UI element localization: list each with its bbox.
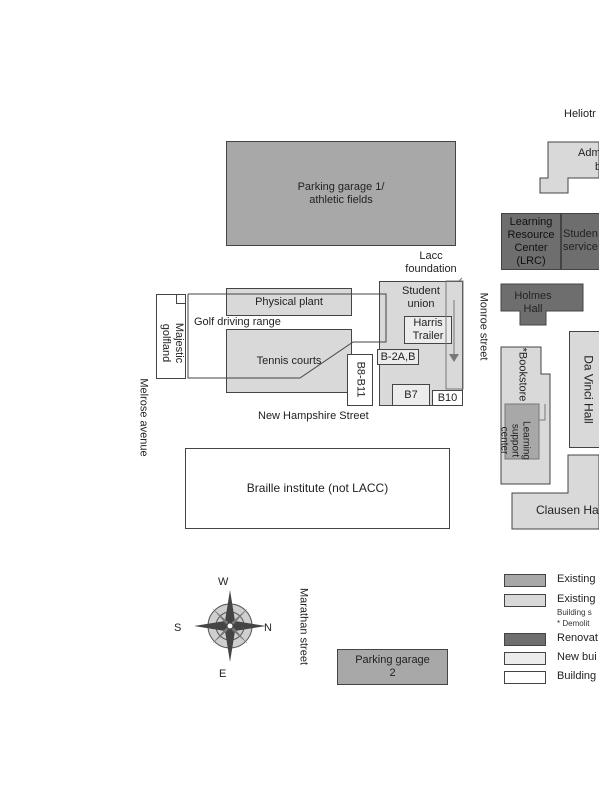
legend-label-existing-light: Existing bbox=[557, 593, 596, 605]
parking-garage-1[interactable]: Parking garage 1/ athletic fields bbox=[226, 141, 456, 246]
parking-garage-2[interactable]: Parking garage 2 bbox=[337, 649, 448, 685]
building-b7[interactable]: B7 bbox=[392, 384, 430, 406]
marathon-street-label: Marathan street bbox=[297, 587, 310, 666]
clausen-hall-label: Clausen Ha bbox=[536, 503, 599, 517]
braille-institute[interactable]: Braille institute (not LACC) bbox=[185, 448, 450, 529]
administration-label: Adm bbox=[578, 147, 599, 159]
legend-label-new: New bui bbox=[557, 651, 597, 663]
building-b2ab[interactable]: B-2A,B bbox=[377, 349, 419, 365]
compass-west-label: W bbox=[218, 576, 229, 588]
physical-plant[interactable]: Physical plant bbox=[226, 288, 352, 316]
learning-resource-center[interactable]: Learning Resource Center (LRC) bbox=[501, 213, 561, 270]
tennis-courts-label: Tennis courts bbox=[256, 354, 322, 367]
legend-swatch-new bbox=[504, 652, 546, 665]
b7-label: B7 bbox=[404, 388, 418, 401]
lacc-foundation-label: Lacc foundation bbox=[405, 250, 457, 275]
legend-swatch-existing-light bbox=[504, 594, 546, 607]
legend-label-renovated: Renovat bbox=[557, 632, 598, 644]
legend-label-building: Building bbox=[557, 670, 597, 682]
lrc-label: Learning Resource Center (LRC) bbox=[507, 215, 555, 267]
legend-label-existing: Existing bbox=[557, 573, 596, 585]
legend-swatch-existing bbox=[504, 574, 546, 587]
compass-north-label: N bbox=[264, 622, 272, 634]
legend-note-demolition: * Demolit bbox=[557, 619, 590, 628]
majestic-golfland-annex bbox=[176, 294, 186, 304]
compass-south-label: S bbox=[174, 622, 182, 634]
legend-note-building: Building s bbox=[557, 608, 592, 617]
braille-institute-label: Braille institute (not LACC) bbox=[246, 481, 389, 495]
building-b10[interactable]: B10 bbox=[432, 390, 463, 406]
new-hampshire-street-label: New Hampshire Street bbox=[258, 410, 369, 422]
harris-trailer-label: Harris Trailer bbox=[412, 317, 444, 342]
administration-label-b: b bbox=[595, 161, 599, 173]
holmes-hall-label: Holmes Hall bbox=[514, 290, 552, 315]
majestic-golfland[interactable] bbox=[156, 294, 186, 379]
student-services-label: Studen service bbox=[563, 228, 598, 253]
parking-garage-2-label: Parking garage 2 bbox=[355, 654, 430, 679]
harris-trailer[interactable]: Harris Trailer bbox=[404, 316, 452, 344]
building-b8b11[interactable] bbox=[347, 354, 373, 406]
b10-label: B10 bbox=[437, 391, 458, 404]
da-vinci-hall[interactable] bbox=[569, 331, 599, 448]
golf-driving-range-label: Golf driving range bbox=[194, 316, 281, 328]
compass-east-label: E bbox=[219, 668, 227, 680]
student-union-label: Student union bbox=[402, 285, 440, 310]
b2ab-label: B-2A,B bbox=[380, 350, 416, 363]
physical-plant-label: Physical plant bbox=[255, 295, 323, 308]
tennis-courts[interactable]: Tennis courts bbox=[226, 329, 352, 393]
student-services-building[interactable] bbox=[561, 213, 599, 270]
parking-garage-1-label: Parking garage 1/ athletic fields bbox=[297, 180, 385, 206]
legend-swatch-renovated bbox=[504, 633, 546, 646]
heliotrope-street-label: Heliotr bbox=[564, 108, 596, 120]
legend-swatch-building bbox=[504, 671, 546, 684]
